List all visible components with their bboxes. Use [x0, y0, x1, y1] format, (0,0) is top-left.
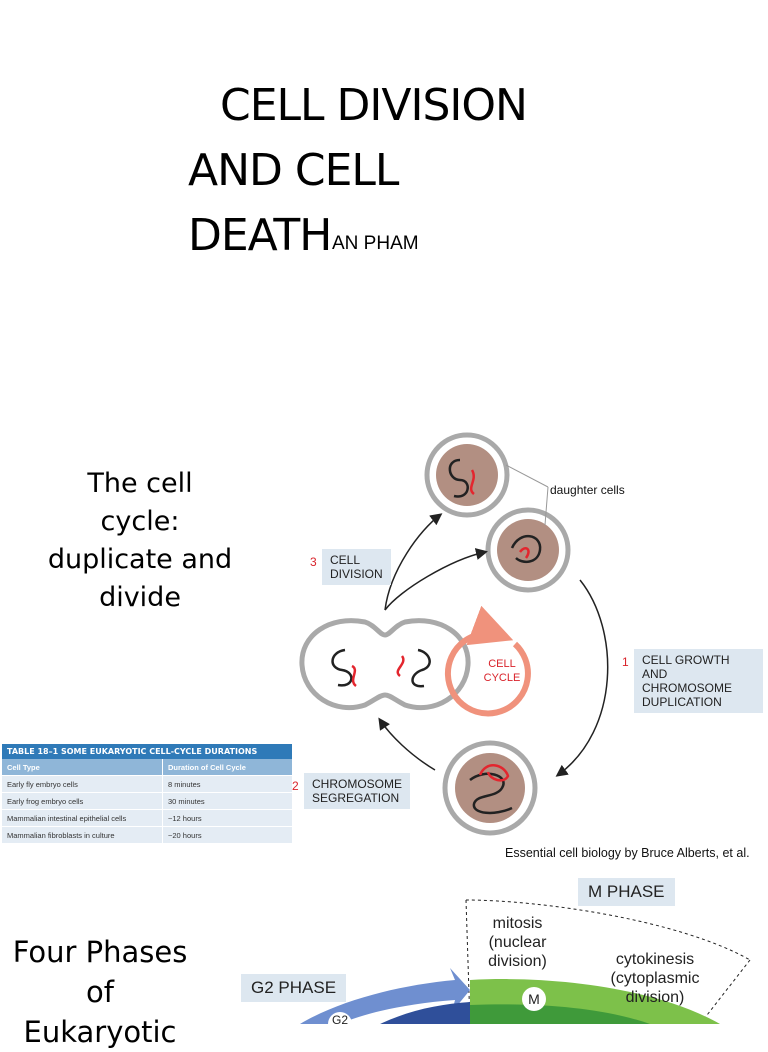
step-label-growth: CELL GROWTH AND CHROMOSOME DUPLICATION — [634, 649, 763, 713]
table-row: Early fly embryo cells 8 minutes — [2, 775, 292, 793]
cell-cycle-heading-line: divide — [99, 582, 181, 613]
step-label-segregation: CHROMOSOME SEGREGATION — [304, 773, 410, 809]
table-header-row: Cell Type Duration of Cell Cycle — [2, 759, 292, 776]
cell-cycle-arrow — [444, 605, 531, 717]
g2-badge — [328, 1012, 352, 1024]
table-header-cell: Cell Type — [2, 759, 163, 776]
title-line-1: CELL DIVISION — [220, 80, 528, 131]
table-cell: Early frog embryo cells — [2, 792, 163, 810]
m-badge — [522, 987, 546, 1011]
table-cell: Early fly embryo cells — [2, 775, 163, 793]
table-row: Early frog embryo cells 30 minutes — [2, 792, 292, 810]
parent-cell-bottom — [442, 740, 538, 836]
step-number-2: 2 — [292, 779, 299, 793]
cell-cycle-heading: The cell cycle: duplicate and divide — [20, 465, 260, 617]
step-label-line: CELL — [330, 553, 361, 567]
table-cell: Mammalian intestinal epithelial cells — [2, 809, 163, 827]
author-name: AN PHAM — [332, 233, 419, 254]
table-cell: 30 minutes — [162, 792, 292, 810]
table-cell: ~20 hours — [162, 826, 292, 844]
mitosis-line: division) — [488, 953, 547, 970]
cell-cycle-heading-line: cycle: — [100, 506, 180, 537]
figure-caption: Essential cell biology by Bruce Alberts,… — [505, 846, 750, 860]
table-cell: 8 minutes — [162, 775, 292, 793]
daughter-cells-label: daughter cells — [550, 483, 625, 497]
phases-heading-line: Four Phases — [12, 935, 188, 969]
phases-diagram: M G2 — [300, 899, 751, 1024]
step-label-line: SEGREGATION — [312, 791, 400, 805]
arrow-division-right — [384, 548, 488, 611]
mitosis-line: mitosis — [492, 915, 543, 932]
cytokinesis-line: cytokinesis — [615, 951, 695, 968]
step-label-line: DUPLICATION — [642, 695, 722, 709]
dividing-cell — [299, 618, 471, 711]
phases-heading: Four Phases of Eukaryotic — [0, 932, 200, 1052]
step-label-division: CELL DIVISION — [322, 549, 391, 585]
step-number-3: 3 — [310, 555, 317, 569]
cytokinesis-label: cytokinesis (cytoplasmic division) — [595, 950, 715, 1007]
table-cell: Mammalian fibroblasts in culture — [2, 826, 163, 844]
m-phase-right-edge — [699, 959, 751, 1024]
arrow-segregation — [378, 717, 436, 771]
cell-cycle-heading-line: duplicate and — [47, 544, 233, 575]
step-label-line: CHROMOSOME — [312, 777, 402, 791]
duration-table: Cell Type Duration of Cell Cycle Early f… — [2, 759, 292, 844]
arrow-division-top — [384, 513, 443, 611]
step-label-line: CELL GROWTH — [642, 653, 730, 667]
step-number-1: 1 — [622, 655, 629, 669]
arrow-growth — [555, 579, 609, 777]
cytokinesis-line: division) — [625, 989, 685, 1006]
m-letter: M — [528, 991, 540, 1007]
title-line-2: AND CELL — [188, 145, 399, 196]
m-phase-label: M PHASE — [578, 878, 675, 906]
cycle-center-label-2: CYCLE — [484, 672, 521, 684]
cell-cycle-heading-line: The cell — [87, 468, 193, 499]
daughter-cell-top — [424, 432, 510, 518]
table-row: Mammalian intestinal epithelial cells ~1… — [2, 809, 292, 827]
cell-cycle-diagram: CELL CYCLE — [299, 432, 609, 836]
mitosis-label: mitosis (nuclear division) — [470, 914, 565, 971]
step-label-line: DIVISION — [330, 567, 383, 581]
m-phase-boundary — [465, 899, 751, 961]
mitosis-line: (nuclear — [488, 934, 547, 951]
daughter-pointer-lines — [505, 464, 549, 526]
m-phase-inner-band — [470, 1004, 650, 1024]
title-line-3: DEATH — [188, 210, 332, 261]
table-cell: ~12 hours — [162, 809, 292, 827]
cycle-center-label-1: CELL — [488, 658, 516, 670]
table-row: Mammalian fibroblasts in culture ~20 hou… — [2, 826, 292, 844]
table-title: TABLE 18–1 SOME EUKARYOTIC CELL-CYCLE DU… — [2, 744, 292, 759]
table-header-cell: Duration of Cell Cycle — [162, 759, 292, 776]
cytokinesis-line: (cytoplasmic — [610, 970, 700, 987]
g2-inner-band — [380, 1002, 470, 1024]
phases-heading-line: of — [86, 975, 114, 1009]
g2-phase-label: G2 PHASE — [241, 974, 347, 1002]
g2-letter: G2 — [332, 1013, 348, 1024]
daughter-cell-right — [485, 507, 571, 593]
step-label-line: AND CHROMOSOME — [642, 667, 732, 695]
phases-heading-line: Eukaryotic — [23, 1015, 177, 1049]
cell-cycle-duration-table: TABLE 18–1 SOME EUKARYOTIC CELL-CYCLE DU… — [2, 744, 292, 844]
g2-arrow — [300, 968, 470, 1024]
